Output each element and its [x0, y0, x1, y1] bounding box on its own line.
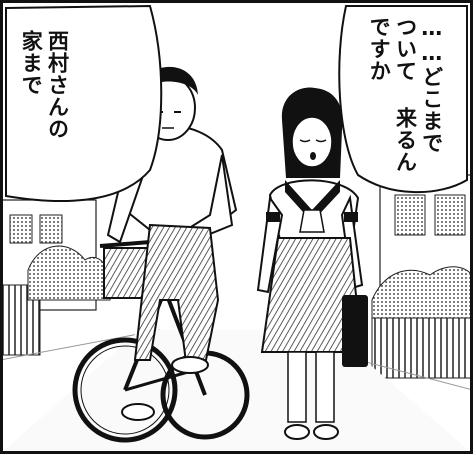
right-dialogue-line-3: ですか: [367, 16, 392, 82]
left-dialogue-line-2: 家まで: [19, 30, 44, 96]
right-dialogue-line-2: ついて 来るん: [393, 16, 418, 173]
right-dialogue-line-1: ……どこまで: [419, 16, 444, 154]
speech-bubble-left: [5, 4, 163, 202]
left-dialogue: 西村さんの 家まで: [18, 30, 71, 140]
speech-bubble-right: [338, 5, 468, 194]
right-dialogue: ……どこまで ついて 来るん ですか: [366, 16, 445, 173]
girl-walking: [256, 87, 368, 440]
left-dialogue-line-1: 西村さんの: [45, 30, 70, 140]
